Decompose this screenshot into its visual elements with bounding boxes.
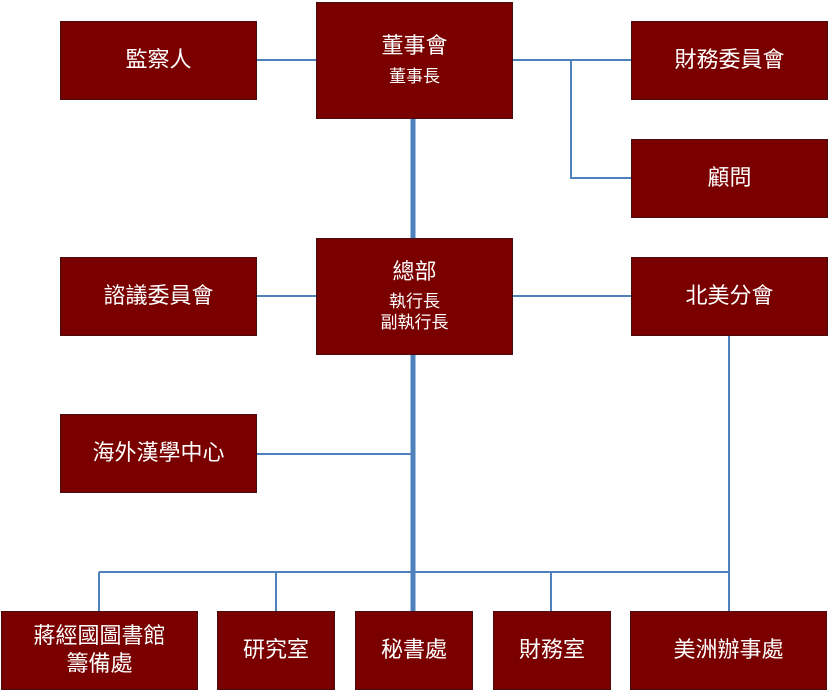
headquarters-box: 總部 執行長 副執行長 xyxy=(316,238,513,355)
library-prep-line1: 蔣經國圖書館 xyxy=(33,624,166,649)
sinology-center-box: 海外漢學中心 xyxy=(60,414,257,493)
headquarters-ceo: 執行長 xyxy=(389,292,440,312)
americas-office-label: 美洲辦事處 xyxy=(673,637,784,663)
finance-office-label: 財務室 xyxy=(518,637,585,663)
supervisor-label: 監察人 xyxy=(125,47,192,73)
board-title: 董事會 xyxy=(381,34,448,60)
advisor-box: 顧問 xyxy=(631,139,828,218)
link-advisor xyxy=(570,60,631,179)
research-office-box: 研究室 xyxy=(217,611,335,690)
secretariat-label: 秘書處 xyxy=(380,637,447,663)
supervisor-box: 監察人 xyxy=(60,21,257,100)
board-chair: 董事長 xyxy=(389,66,440,87)
library-prep-box: 蔣經國圖書館 籌備處 xyxy=(1,611,198,690)
americas-office-box: 美洲辦事處 xyxy=(630,611,827,690)
board-box: 董事會 董事長 xyxy=(316,2,513,119)
headquarters-deputy-ceo: 副執行長 xyxy=(380,313,449,334)
sinology-center-label: 海外漢學中心 xyxy=(92,440,225,466)
finance-committee-box: 財務委員會 xyxy=(631,21,828,100)
secretariat-box: 秘書處 xyxy=(355,611,473,690)
research-office-label: 研究室 xyxy=(242,637,309,663)
advisory-committee-box: 諮議委員會 xyxy=(60,257,257,336)
finance-office-box: 財務室 xyxy=(493,611,611,690)
library-prep-line2: 籌備處 xyxy=(66,651,133,677)
north-america-box: 北美分會 xyxy=(631,257,828,336)
advisor-label: 顧問 xyxy=(707,165,752,191)
headquarters-title: 總部 xyxy=(392,259,437,285)
finance-committee-label: 財務委員會 xyxy=(674,47,785,73)
north-america-label: 北美分會 xyxy=(685,283,774,309)
advisory-committee-label: 諮議委員會 xyxy=(103,283,214,309)
